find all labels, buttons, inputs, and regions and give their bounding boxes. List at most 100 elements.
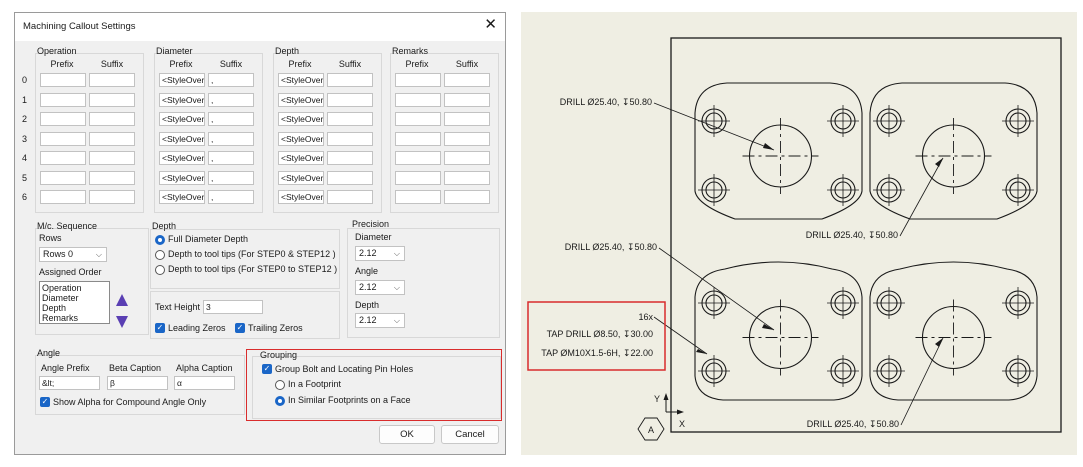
remarks-suffix-input[interactable] [444,151,490,165]
text-height-input[interactable]: 3 [203,300,263,314]
remarks-suffix-input[interactable] [444,92,490,107]
diameter-prefix-input[interactable]: <StyleOverride [159,73,205,87]
remarks-prefix-input[interactable] [395,131,441,146]
remarks-prefix-input[interactable] [395,73,441,87]
remarks-prefix-input[interactable] [395,190,441,204]
drawing-canvas: DRILL Ø25.40, ↧50.80 DRILL Ø25.40, ↧50.8… [521,12,1077,455]
move-up-icon[interactable] [115,293,129,307]
show-alpha-checkbox[interactable]: ✓ [40,397,50,407]
list-item[interactable]: Diameter [42,293,79,303]
remarks-prefix-input[interactable] [395,92,441,107]
depth-suffix-input[interactable] [327,73,373,87]
operation-prefix-input[interactable] [40,92,86,107]
alpha-caption-label: Alpha Caption [176,363,233,373]
diameter-suffix-input[interactable]: , [208,151,254,165]
angle-prefix-input[interactable]: &lt; [39,376,100,390]
diameter-prefix-input[interactable]: <StyleOverride [159,131,205,146]
remarks-suffix-input[interactable] [444,131,490,146]
operation-suffix-input[interactable] [89,131,135,146]
diameter-prefix-input[interactable]: <StyleOverride [159,151,205,165]
precision-diameter-dropdown[interactable]: 2.12 ⌵ [355,246,405,261]
operation-suffix-input[interactable] [89,151,135,165]
precision-diameter-label: Diameter [355,232,392,242]
list-item[interactable]: Operation [42,283,82,293]
depth-suffix-input[interactable] [327,92,373,107]
remarks-prefix-input[interactable] [395,151,441,165]
depth-prefix-input[interactable]: <StyleOverride [278,190,324,204]
diameter-suffix-input[interactable]: , [208,131,254,146]
full-diameter-depth-radio[interactable] [155,235,165,245]
operation-prefix-input[interactable] [40,151,86,165]
diameter-group [154,53,263,213]
operation-prefix-input[interactable] [40,73,86,87]
row-number: 1 [22,94,28,105]
depth-prefix-input[interactable]: <StyleOverride [278,151,324,165]
operation-suffix-input[interactable] [89,73,135,87]
operation-prefix-input[interactable] [40,190,86,204]
depth-suffix-input[interactable] [327,170,373,185]
operation-suffix-input[interactable] [89,92,135,107]
ok-button[interactable]: OK [379,425,435,444]
remarks-prefix-input[interactable] [395,112,441,126]
precision-depth-dropdown[interactable]: 2.12 ⌵ [355,313,405,328]
diameter-prefix-input[interactable]: <StyleOverride [159,170,205,185]
operation-suffix-input[interactable] [89,170,135,185]
depth-prefix-input[interactable]: <StyleOverride [278,170,324,185]
text-height-label: Text Height [155,302,201,312]
footprint-outline [869,82,1038,220]
remarks-prefix-input[interactable] [395,170,441,185]
diameter-suffix-input[interactable]: , [208,73,254,87]
grouping-highlight [246,349,502,421]
depth-prefix-input[interactable]: <StyleOverride [278,73,324,87]
diameter-prefix-input[interactable]: <StyleOverride [159,190,205,204]
list-item[interactable]: Depth [42,303,67,313]
close-icon[interactable]: ✕ [484,16,497,33]
depth-to-tool-tips-radio-1[interactable] [155,250,165,260]
move-down-icon[interactable] [115,315,129,329]
remarks-suffix-input[interactable] [444,170,490,185]
remarks-suffix-input[interactable] [444,190,490,204]
cancel-button[interactable]: Cancel [441,425,499,444]
in-similar-footprints-radio[interactable] [275,396,285,406]
depth-to-tool-tips-radio-2[interactable] [155,265,165,275]
diameter-suffix-input[interactable]: , [208,190,254,204]
depth-suffix-input[interactable] [327,151,373,165]
operation-suffix-input[interactable] [89,112,135,126]
x-axis-arrow-icon [677,409,684,415]
alpha-caption-input[interactable]: α [174,376,235,390]
show-alpha-label: Show Alpha for Compound Angle Only [53,397,207,407]
trailing-zeros-checkbox[interactable]: ✓ [235,323,245,333]
diameter-prefix-input[interactable]: <StyleOverride [159,92,205,107]
operation-suffix-input[interactable] [89,190,135,204]
operation-prefix-input[interactable] [40,131,86,146]
leading-zeros-checkbox[interactable]: ✓ [155,323,165,333]
operation-prefix-input[interactable] [40,170,86,185]
remarks-suffix-input[interactable] [444,73,490,87]
in-a-footprint-radio[interactable] [275,380,285,390]
angle-group [35,355,245,415]
depth-prefix-input[interactable]: <StyleOverride [278,92,324,107]
diameter-suffix-input[interactable]: , [208,92,254,107]
depth-prefix-input[interactable]: <StyleOverride [278,112,324,126]
diameter-prefix-input[interactable]: <StyleOverride [159,112,205,126]
depth-prefix-input[interactable]: <StyleOverride [278,131,324,146]
group-bolt-holes-checkbox[interactable]: ✓ [262,364,272,374]
diameter-suffix-input[interactable]: , [208,112,254,126]
beta-caption-input[interactable]: β [107,376,168,390]
depth-prefix-header: Prefix [288,59,312,69]
remarks-suffix-input[interactable] [444,112,490,126]
depth-suffix-input[interactable] [327,112,373,126]
assigned-order-list[interactable]: Operation Diameter Depth Remarks [39,281,110,324]
list-item[interactable]: Remarks [42,313,79,323]
operation-prefix-input[interactable] [40,112,86,126]
assigned-order-label: Assigned Order [39,267,102,277]
depth-suffix-input[interactable] [327,131,373,146]
rows-dropdown[interactable]: Rows 0 ⌵ [39,247,107,262]
full-diameter-depth-label: Full Diameter Depth [168,234,249,244]
angle-prefix-label: Angle Prefix [41,363,90,373]
diameter-suffix-input[interactable]: , [208,170,254,185]
row-number: 6 [22,192,28,202]
depth-suffix-input[interactable] [327,190,373,204]
trailing-zeros-label: Trailing Zeros [248,323,303,333]
precision-angle-dropdown[interactable]: 2.12 ⌵ [355,280,405,295]
